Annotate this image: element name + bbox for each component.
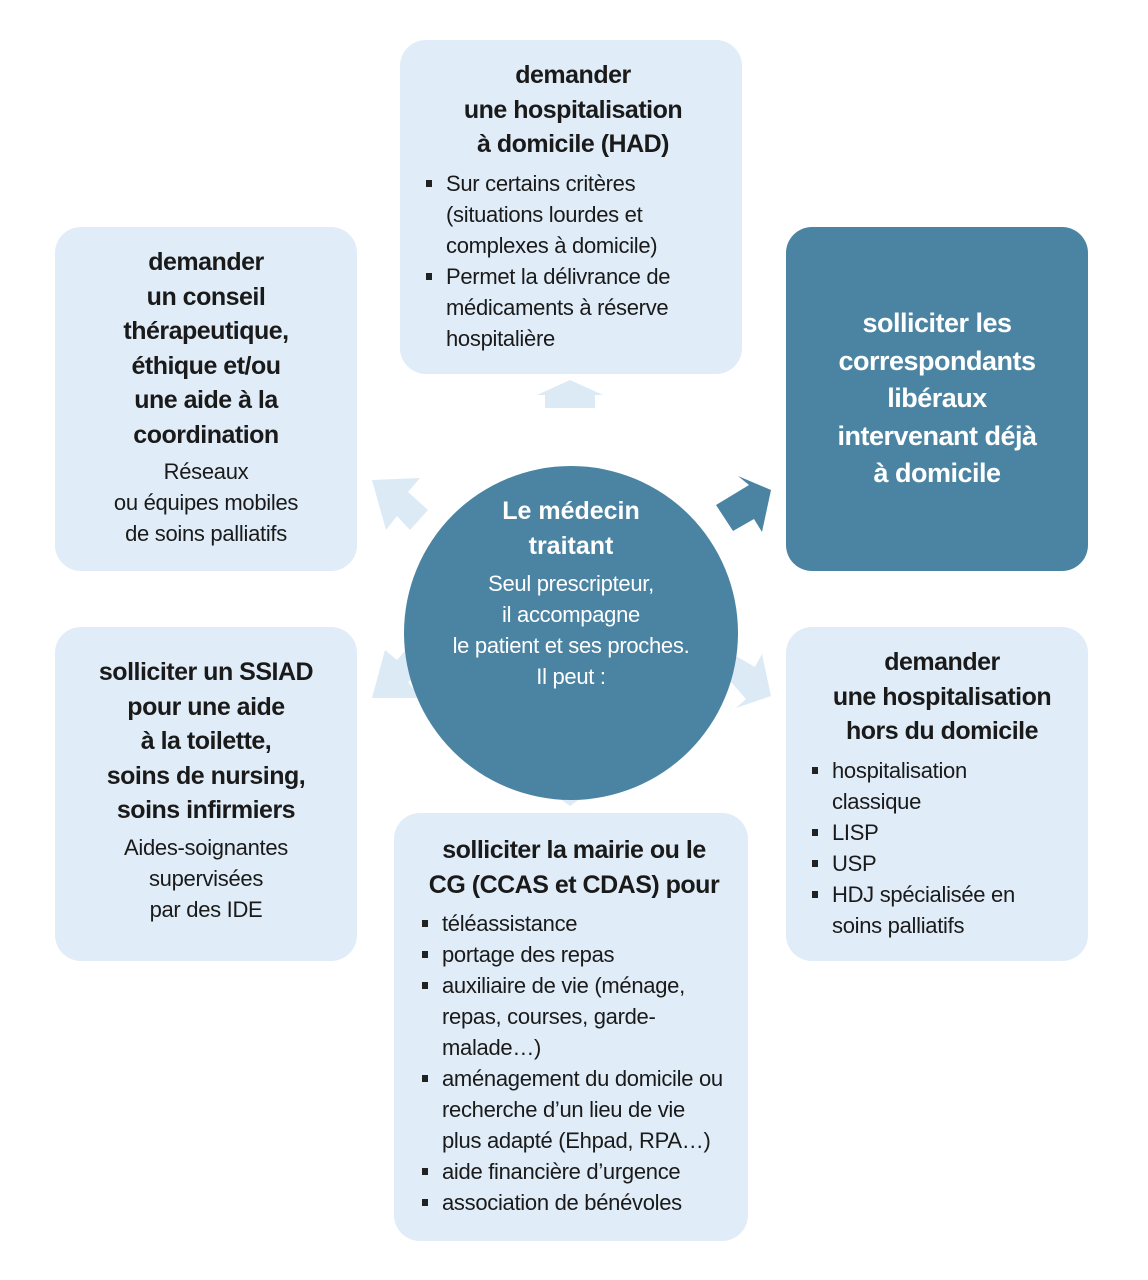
list-item: hospitalisation classique [810,755,1074,817]
hors-domicile-bullets: hospitalisation classique LISP USP HDJ s… [810,755,1074,941]
hors-domicile-title: demander une hospitalisation hors du dom… [832,648,1052,745]
center-subtitle: Seul prescripteur, il accompagne le pati… [452,571,690,689]
center-title: Le médecin traitant [502,497,640,560]
correspondants-title: solliciter les correspondants libéraux i… [837,308,1037,488]
conseil-box: demander un conseil thérapeutique, éthiq… [55,227,357,571]
list-item: portage des repas [420,939,728,970]
list-item: Permet la délivrance de médicaments à ré… [424,261,722,354]
list-item: LISP [810,817,1074,848]
list-item: auxiliaire de vie (ménage, repas, course… [420,970,728,1063]
list-item: téléassistance [420,908,728,939]
correspondants-box: solliciter les correspondants libéraux i… [786,227,1088,571]
arrow-up-icon [537,380,603,408]
conseil-title: demander un conseil thérapeutique, éthiq… [123,248,289,449]
ssiad-box: solliciter un SSIAD pour une aide à la t… [55,627,357,961]
hospitalisation-hors-domicile-box: demander une hospitalisation hors du dom… [786,627,1088,961]
list-item: aide financière d’urgence [420,1156,728,1187]
had-box: demander une hospitalisation à domicile … [400,40,742,374]
list-item: HDJ spécialisée en soins palliatifs [810,879,1074,941]
list-item: USP [810,848,1074,879]
conseil-subtitle: Réseaux ou équipes mobiles de soins pall… [113,459,299,546]
medecin-traitant-circle: Le médecin traitant Seul prescripteur, i… [404,466,738,800]
mairie-title: solliciter la mairie ou le CG (CCAS et C… [428,836,720,899]
list-item: association de bénévoles [420,1187,728,1218]
ssiad-subtitle: Aides-soignantes supervisées par des IDE [124,834,288,922]
list-item: Sur certains critères (situations lourde… [424,168,722,261]
mairie-bullets: téléassistance portage des repas auxilia… [420,908,728,1218]
mairie-box: solliciter la mairie ou le CG (CCAS et C… [394,813,748,1241]
had-bullets: Sur certains critères (situations lourde… [424,168,722,354]
list-item: aménagement du domicile ou recherche d’u… [420,1063,728,1156]
ssiad-title: solliciter un SSIAD pour une aide à la t… [98,658,314,824]
had-title: demander une hospitalisation à domicile … [463,61,683,158]
